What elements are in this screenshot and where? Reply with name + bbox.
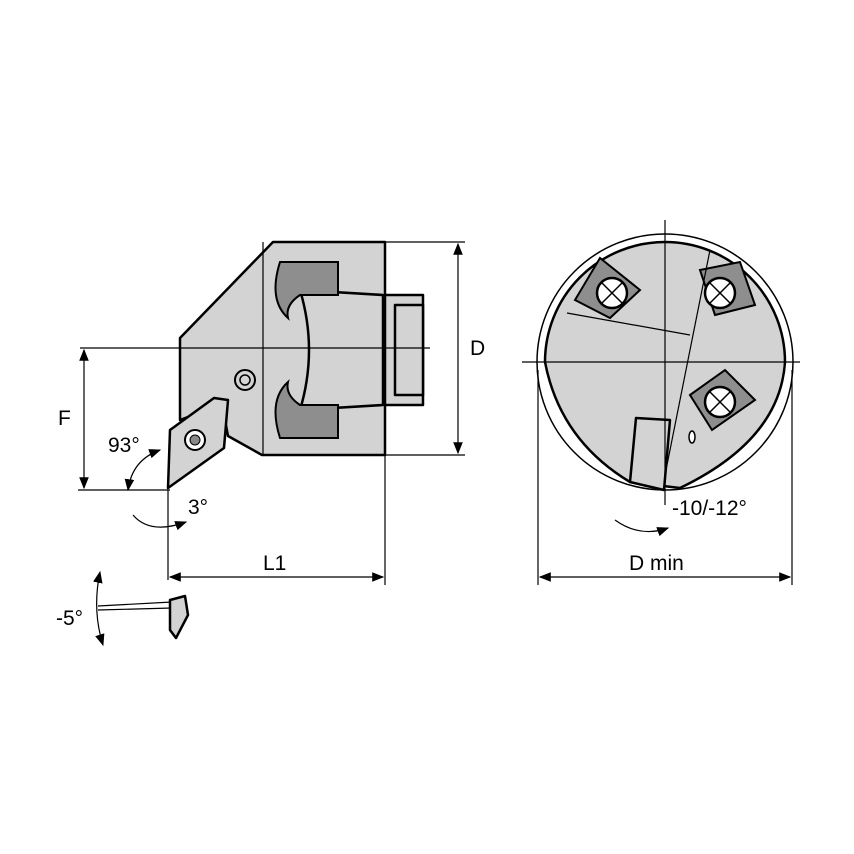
angle-3-label: 3° [188,496,209,519]
angle-93-label: 93° [108,434,140,457]
d-label: D [470,337,486,360]
end-view [522,220,800,585]
angle-neg10-12-label: -10/-12° [672,497,747,520]
insert-end [628,416,672,492]
shank-coupling-inner [393,303,425,397]
lower-pocket [274,379,339,439]
screw-icon [234,369,256,391]
clamp-face [298,288,385,412]
l1-label: L1 [263,552,287,575]
d-min-label: D min [629,552,684,575]
side-view [78,240,465,647]
f-label: F [58,407,71,430]
insert-detail [168,594,190,640]
upper-pocket [274,261,339,321]
angle-neg5-label: -5° [56,607,84,630]
